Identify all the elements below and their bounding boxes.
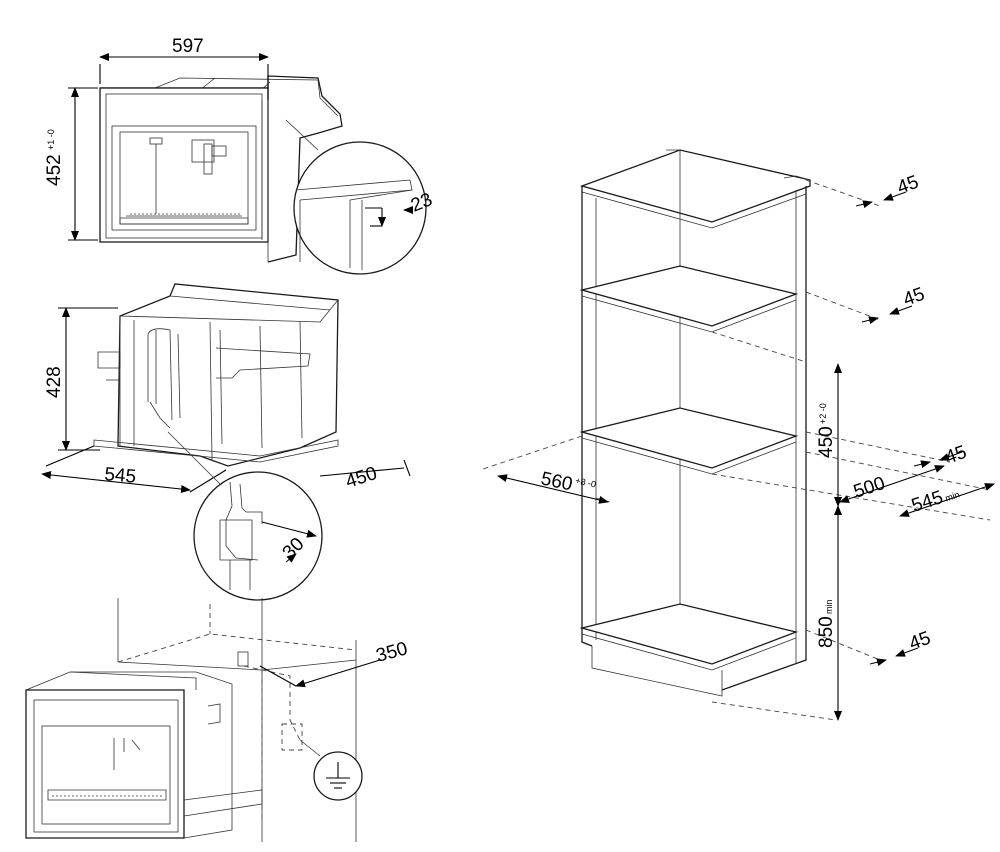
cabinet-drawing <box>479 149 995 721</box>
dim-545min-sub: min <box>944 489 961 503</box>
dim-597-label: 597 <box>172 36 204 57</box>
installation-view <box>25 598 381 842</box>
dim-350-label: 350 <box>374 638 410 666</box>
dim-428-label: 428 <box>44 366 65 398</box>
appliance-side-view <box>41 283 411 601</box>
dim-500-label: 500 <box>851 473 888 503</box>
dim-560-tolerance: +8 -0 <box>575 475 597 489</box>
dim-560-label: 560 <box>539 468 574 495</box>
dim-45-second-label: 45 <box>901 284 928 311</box>
dim-452-label: 452 <box>44 154 65 186</box>
dim-450-niche-label: 450 <box>816 426 837 458</box>
appliance-front-view <box>68 53 427 275</box>
dim-545-label: 545 <box>104 464 137 488</box>
dim-545min-label: 545 <box>909 487 946 517</box>
dim-850min-sub: min <box>824 599 834 614</box>
dim-45-mid-label: 45 <box>943 442 970 469</box>
dim-450-niche-tolerance: +2 -0 <box>818 403 828 424</box>
dim-452-tolerance: +1 -0 <box>46 129 56 150</box>
earth-ground-icon <box>326 762 350 789</box>
dim-450-label: 450 <box>343 463 380 493</box>
dim-850min-label: 850 <box>816 616 837 648</box>
